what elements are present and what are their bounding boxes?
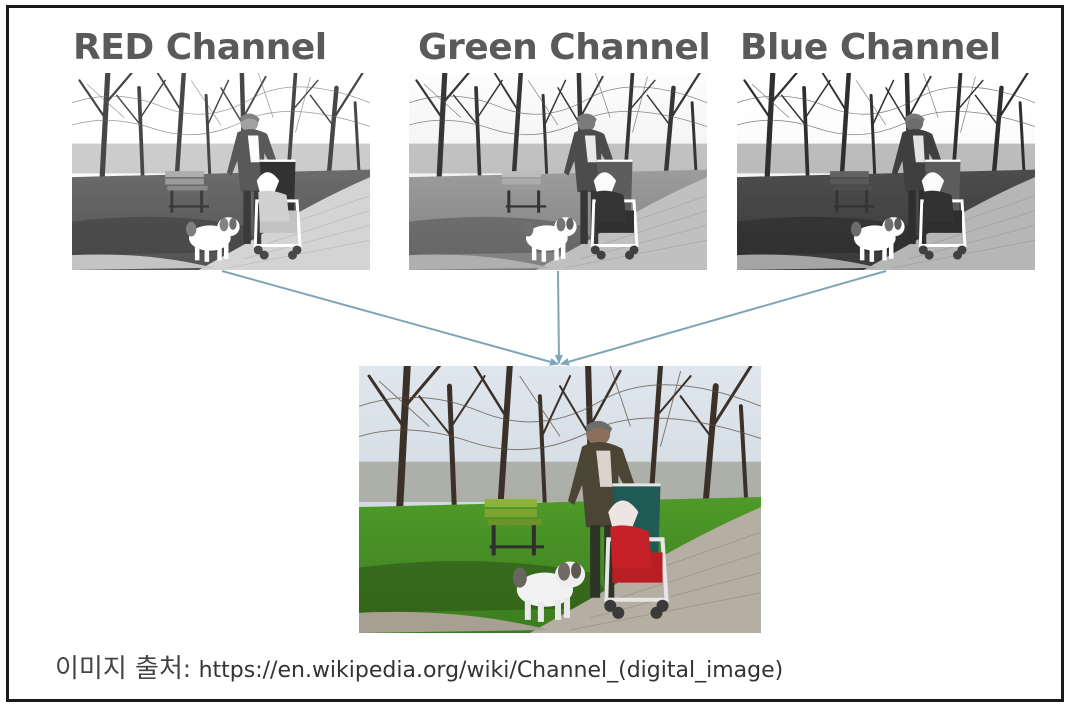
red-arrow — [221, 270, 559, 366]
caption-separator: : — [182, 655, 191, 683]
blue-arrow — [560, 270, 887, 366]
green-arrow — [554, 270, 563, 364]
source-url-link[interactable]: https://en.wikipedia.org/wiki/Channel_(d… — [198, 658, 784, 683]
green-channel-title: Green Channel — [418, 27, 711, 68]
image-source-caption: 이미지 출처: https://en.wikipedia.org/wiki/Ch… — [55, 648, 783, 685]
red-channel-title: RED Channel — [73, 27, 327, 68]
caption-label: 이미지 출처 — [55, 654, 183, 684]
blue-channel-title: Blue Channel — [740, 27, 1001, 68]
